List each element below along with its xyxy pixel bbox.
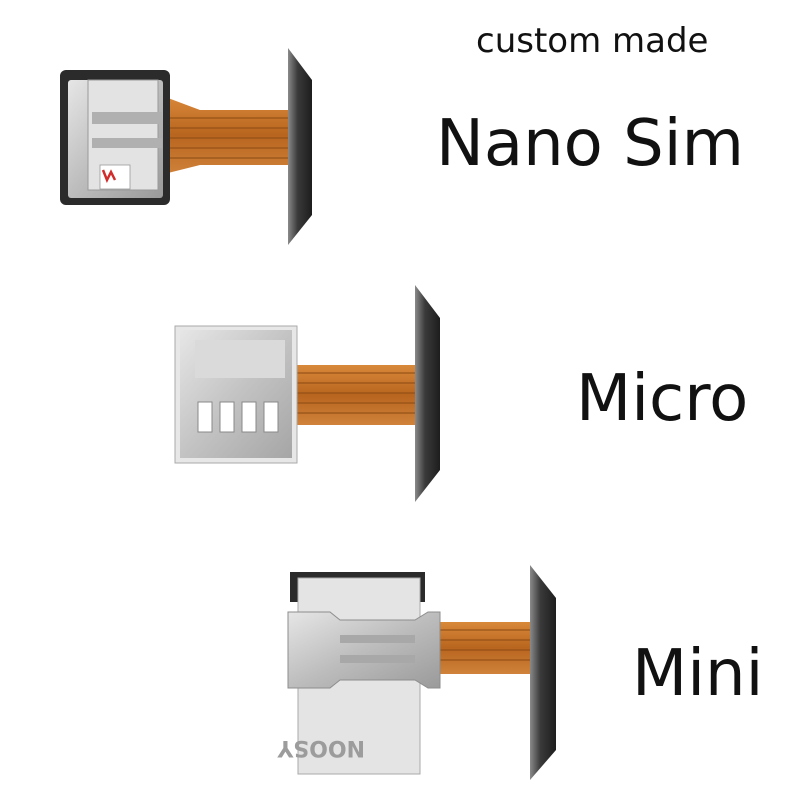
nano-flex-cable — [160, 95, 295, 175]
micro-edge-plate — [415, 285, 440, 502]
label-nano-sim: Nano Sim — [436, 107, 744, 181]
label-micro: Micro — [576, 362, 749, 436]
micro-sim-adapter — [174, 285, 440, 502]
label-mini: Mini — [632, 637, 764, 711]
mini-edge-plate — [530, 565, 556, 780]
svg-text:NOOSY: NOOSY — [276, 735, 365, 760]
mini-metal-clip — [287, 611, 441, 689]
caption-custom-made: custom made — [476, 21, 709, 61]
nano-edge-plate — [288, 48, 312, 245]
mini-sim-adapter: NOOSY — [276, 565, 556, 780]
nano-sim-adapter — [60, 48, 312, 245]
micro-flex-cable — [295, 365, 420, 425]
